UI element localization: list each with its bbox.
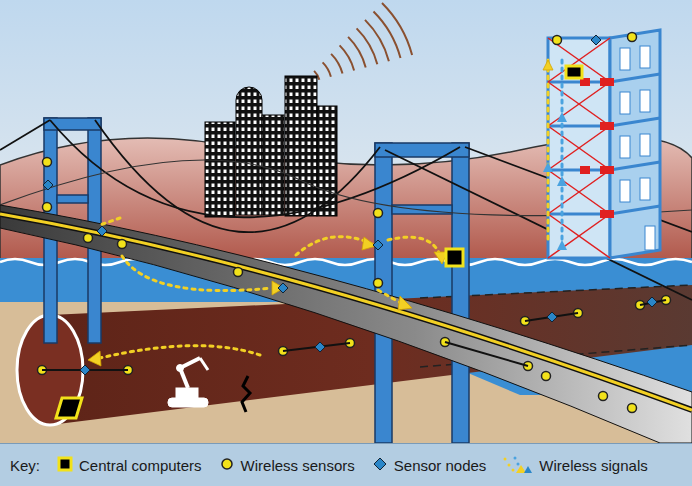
legend: Key: Central computers Wireless sensors Sen… (0, 443, 692, 486)
legend-entry: Wireless sensors (218, 455, 355, 475)
illustration (0, 0, 692, 443)
legend-text: Sensor nodes (394, 457, 487, 474)
legend-entry: Sensor nodes (371, 455, 487, 475)
legend-text: Wireless sensors (241, 457, 355, 474)
legend-entry: Central computers (56, 455, 202, 475)
legend-swatch (371, 455, 389, 475)
legend-swatch (502, 455, 534, 475)
legend-text: Central computers (79, 457, 202, 474)
legend-text: Wireless signals (539, 457, 647, 474)
legend-swatch (56, 455, 74, 475)
legend-swatch (218, 455, 236, 475)
legend-heading: Key: (10, 457, 40, 474)
legend-entry: Wireless signals (502, 455, 647, 475)
